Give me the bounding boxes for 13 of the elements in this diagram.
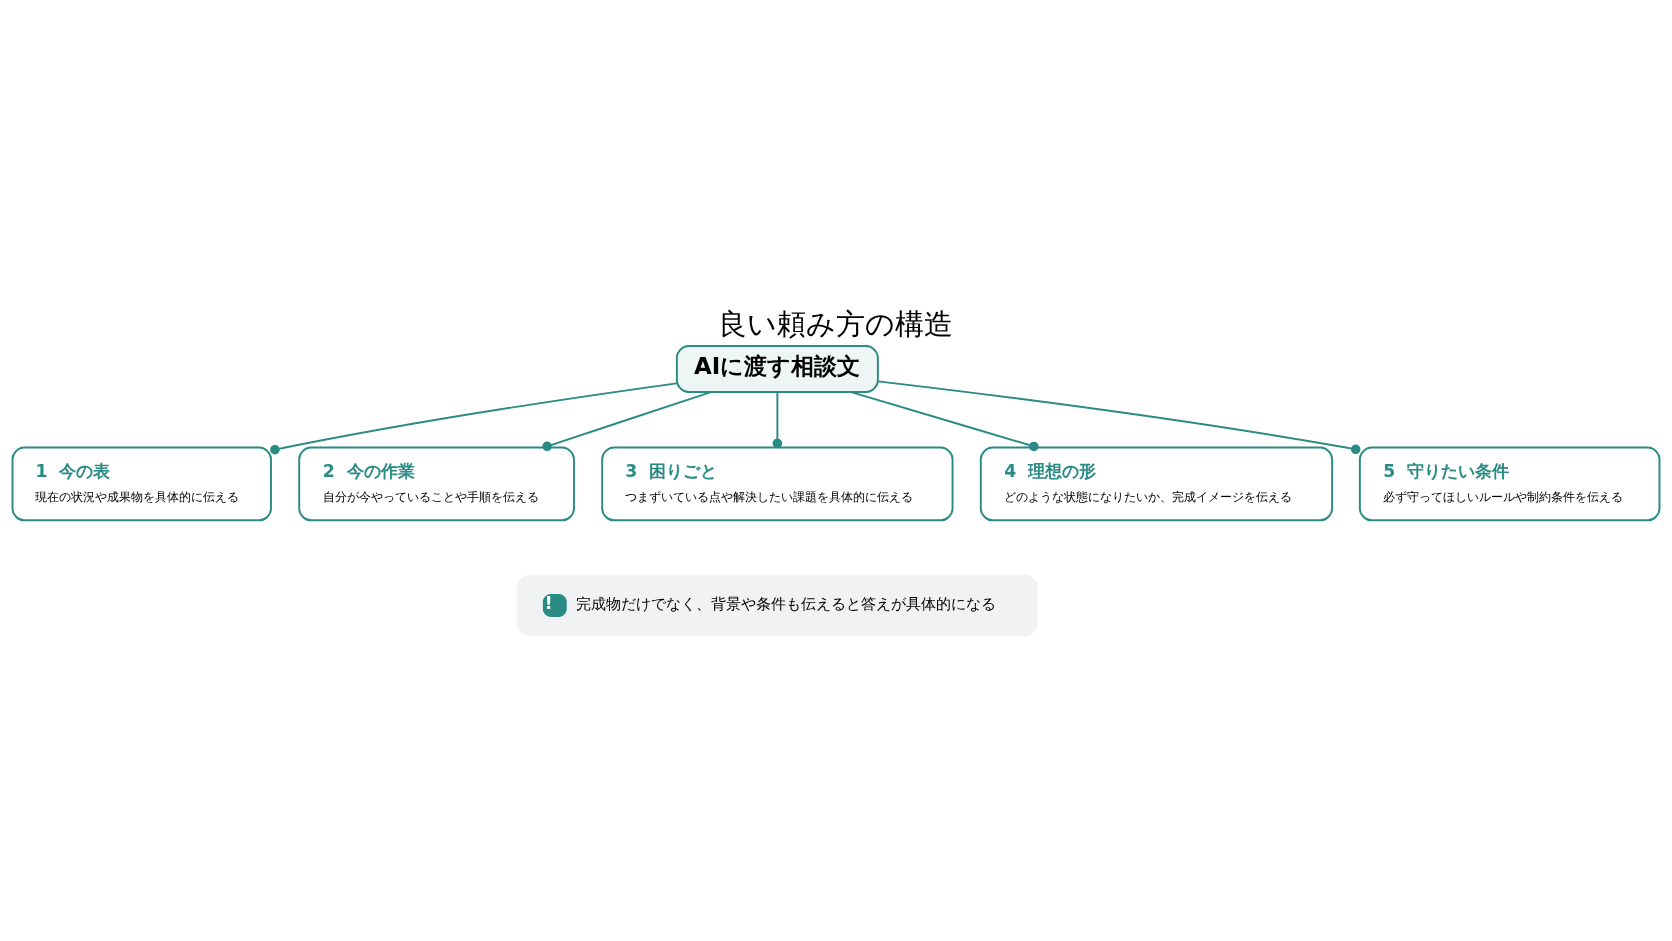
connector [850,390,1039,451]
node-box: 1 今の表 現在の状況や成果物を具体的に伝える [11,446,272,521]
node-box: 2 今の作業 自分が今やっていることや手順を伝える [298,446,575,521]
node-box: 4 理想の形 どのような状態になりたいか、完成イメージを伝える [979,446,1334,521]
connector [542,390,712,451]
connector [877,379,1361,454]
connector [772,390,783,448]
node-box: 5 守りたい条件 必ず守ってほしいルールや制約条件を伝える [1358,446,1661,521]
connector [270,381,678,454]
node-box: AIに渡す相談文 [675,344,879,393]
node-box: 3 困りごと つまずいている点や解決したい課題を具体的に伝える [601,446,954,521]
node-box: ! 完成物だけでなく、背景や条件も伝えると答えが具体的になる [517,574,1038,636]
diagram-title: 良い頼み方の構造 [718,306,954,341]
